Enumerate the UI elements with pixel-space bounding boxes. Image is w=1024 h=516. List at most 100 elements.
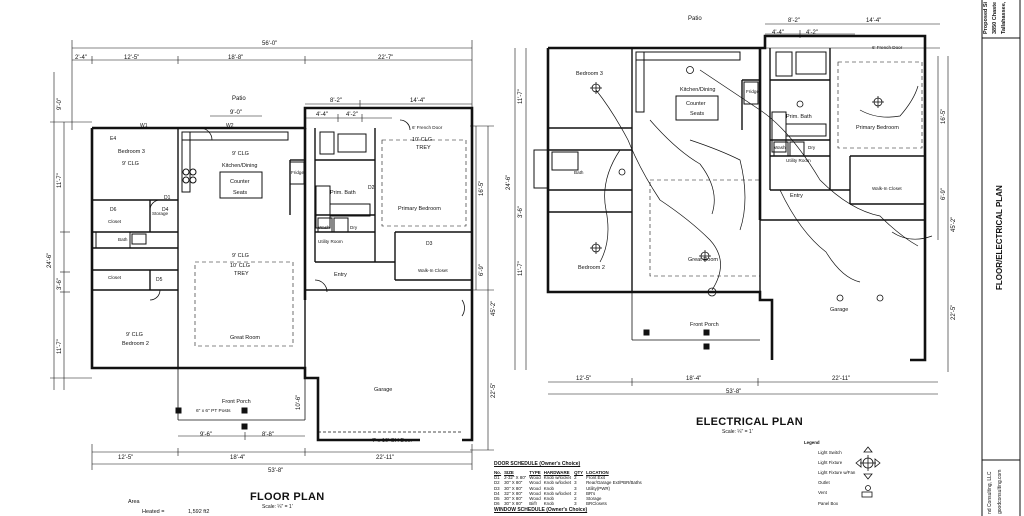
door-cell: 30" X 80" <box>504 501 523 507</box>
door-cell: Rear/Garage Ext/PBR/Baths <box>586 480 642 486</box>
elec-room-seats: Seats <box>690 111 705 117</box>
elec-right-dim-2: 45'-2" <box>951 216 957 232</box>
door-cell: 2 <box>574 496 577 502</box>
elec-bottom-dim-2: 18'-4" <box>686 376 702 382</box>
door-cell: Storage <box>586 496 602 502</box>
room-garage: Garage <box>374 387 393 393</box>
upper-dim-2: 14'-4" <box>410 98 426 104</box>
area-label: Area <box>128 499 140 505</box>
upper-dim-3: 4'-4" <box>316 112 328 118</box>
elec-room-garage: Garage <box>830 307 849 313</box>
door-cell: 2 <box>574 475 577 481</box>
elec-bottom-dim-1: 12'-5" <box>576 376 592 382</box>
door-cell: D2 <box>494 480 500 486</box>
elec-top-dim-3: 4'-4" <box>772 30 784 36</box>
legend-symbols <box>855 446 881 498</box>
room-bedroom3-clg: 9' CLG <box>122 161 139 167</box>
room-seats: Seats <box>233 190 248 196</box>
tag-d3: D3 <box>426 241 433 247</box>
bottom-total-dim: 53'-8" <box>268 468 284 474</box>
door-col-no: No. <box>494 470 502 475</box>
room-primary-trey: TREY <box>416 145 431 151</box>
room-primary-clg: 10' CLG <box>412 137 433 143</box>
room-great-clg1: 9' CLG <box>232 253 249 259</box>
door-cell: D5 <box>494 496 500 502</box>
room-bedroom3: Bedroom 3 <box>118 149 145 155</box>
elec-room-counter: Counter <box>686 101 706 107</box>
door-schedule-title: DOOR SCHEDULE (Owner's Choice) <box>494 461 581 467</box>
door-cell: Wood <box>529 496 541 502</box>
room-wash: Wash <box>318 225 330 230</box>
door-cell: Knob w/locket <box>543 475 572 481</box>
electrical-plan-drawing <box>514 23 949 395</box>
elec-right-dim-4: 22'-5" <box>951 304 957 320</box>
right-dim-3: 6'-9" <box>479 264 485 276</box>
room-entry: Entry <box>334 272 347 278</box>
elec-left-dim-1: 11'-7" <box>518 89 524 104</box>
room-counter: Counter <box>230 179 250 185</box>
room-french-door: 6' French Door <box>412 125 443 130</box>
elec-room-prim-bath: Prim. Bath <box>786 114 812 120</box>
elec-room-french-door: 6' French Door <box>872 45 903 50</box>
room-kitchen-clg: 9' CLG <box>232 151 249 157</box>
legend-light-switch: Light Switch <box>818 450 842 455</box>
tag-d1: D1 <box>164 195 171 201</box>
door-cell: D1 <box>494 475 500 481</box>
door-cell: 3 <box>574 480 577 486</box>
door-cell: D4 <box>494 490 500 496</box>
elec-room-kitchen: Kitchen/Dining <box>680 87 716 93</box>
room-fridge: Fridge <box>291 170 305 175</box>
area-heated-value: 1,592 ft2 <box>188 509 210 515</box>
right-dim-1: 16'-5" <box>479 180 485 196</box>
elec-right-dim-1: 16'-5" <box>941 108 947 124</box>
elec-top-dim-2: 14'-4" <box>866 18 882 24</box>
door-cell: D3 <box>494 485 500 491</box>
elec-left-dim-2: 24'-6" <box>506 174 512 190</box>
right-dim-4: 22'-5" <box>491 382 497 398</box>
door-schedule-table: No. SIZE TYPE HARDWARE QTY LOCATION D1 2… <box>494 470 645 506</box>
elec-room-great-room: Great Room <box>688 257 718 263</box>
door-cell: 30" X 80" <box>504 485 523 491</box>
room-primary-bedroom: Primary Bedroom <box>398 206 441 212</box>
room-great-clg2: 10' CLG <box>230 263 251 269</box>
tag-d2: D2 <box>368 185 375 191</box>
table-row: D3 30" X 80" Wood Knob 3 Utility(PWR) <box>494 486 645 491</box>
elec-room-patio: Patio <box>688 16 702 22</box>
bottom-dim-1: 12'-5" <box>118 455 134 461</box>
door-cell: Knob <box>543 485 554 491</box>
door-col-type: TYPE <box>529 470 541 475</box>
elec-room-entry: Entry <box>790 193 803 199</box>
tag-d5: D5 <box>156 277 163 283</box>
floor-plan-drawing <box>50 40 494 470</box>
door-cell: D6 <box>494 501 500 507</box>
room-great-trey: TREY <box>234 271 249 277</box>
elec-room-walk-in: Walk-In Closet <box>872 186 902 191</box>
elec-bottom-total: 53'-8" <box>726 389 742 395</box>
room-bedroom2-clg: 9' CLG <box>126 332 143 338</box>
door-cell: Wood <box>529 475 541 481</box>
door-cell: Bi/fr <box>529 501 538 507</box>
elec-bottom-dim-3: 22'-11" <box>832 376 851 382</box>
room-kitchen: Kitchen/Dining <box>222 163 258 169</box>
tag-d4: D4 <box>162 207 169 213</box>
left-dim-1: 9'-0" <box>57 98 63 110</box>
bottom-dim-2: 18'-4" <box>230 455 246 461</box>
left-dim-2: 11'-7" <box>57 173 63 188</box>
room-garage-door: 7' x 16' OH Door <box>372 438 413 444</box>
table-row: D6 30" X 80" Bi/fr Knob 3 BRClosets <box>494 501 645 506</box>
door-cell: 30" X 80" <box>504 496 523 502</box>
tag-w1: W1 <box>140 123 148 129</box>
legend-vent: Vent <box>818 490 827 495</box>
top-dim-2: 12'-5" <box>124 55 140 61</box>
top-dim-4: 22'-7" <box>378 55 394 61</box>
floor-plan-scale: Scale: ¼" = 1' <box>262 504 293 510</box>
upper-dim-1: 8'-2" <box>330 98 342 104</box>
elec-top-dim-1: 8'-2" <box>788 18 800 24</box>
porch-dim-2: 8'-8" <box>262 432 274 438</box>
legend-light-fixture-fan: Light Fixture w/Fan <box>818 470 856 475</box>
door-cell: BR's <box>586 490 596 496</box>
area-heated-label: Heated = <box>142 509 165 515</box>
door-cell: 2-32" X 80" <box>504 475 527 481</box>
door-cell: Knob w/locket <box>543 480 572 486</box>
